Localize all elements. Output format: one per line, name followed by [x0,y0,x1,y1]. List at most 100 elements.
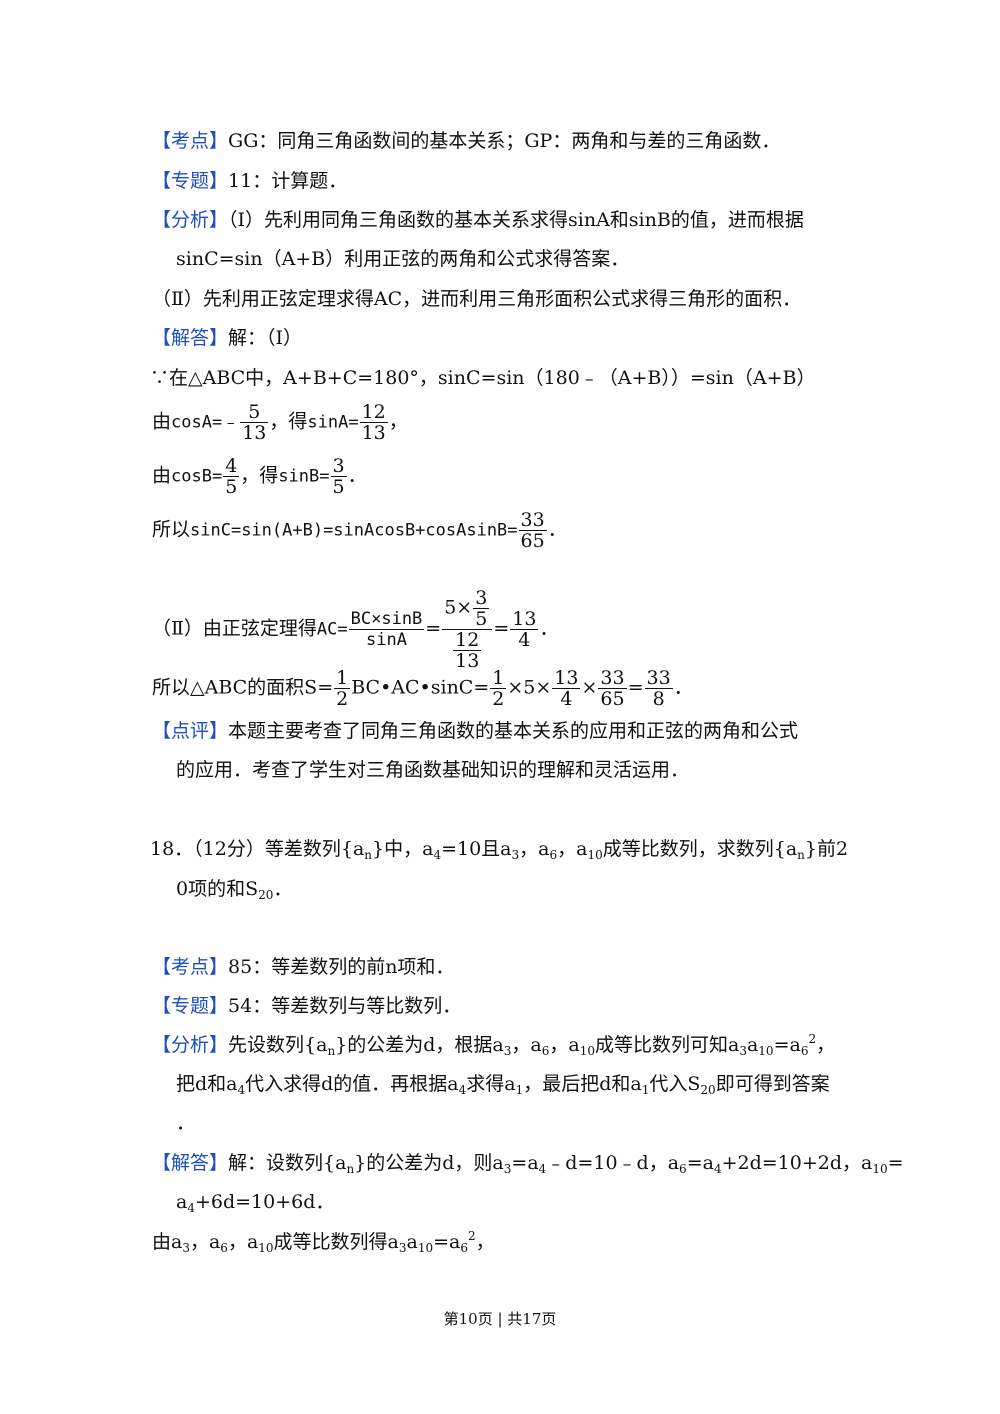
sub-20: 20 [700,1083,716,1097]
line3-pre: 由 [152,464,172,487]
frac-den: 13 [359,422,388,444]
q17-zhuanti: 【专题】11：计算题． [152,168,347,194]
sub-6: 6 [549,848,558,862]
q18-q2-end: ． [273,878,293,900]
q18-fenxi-2: 把d和a4代入求得d的值．再根据a4求得a1，最后把d和a1代入S20即可得到答… [176,1071,830,1097]
frac-num: BC×sinB [350,609,423,629]
sub-3: 3 [182,1241,190,1255]
sub-n: n [797,848,805,862]
line6-times: ×5× [507,676,552,699]
page-footer: 第10页 | 共17页 [443,1310,557,1328]
line3-sin: sinB= [278,466,330,487]
q18-q-b: }中，a [372,838,434,860]
t: 代入求得d的值．再根据a [245,1073,459,1095]
line6-mid: BC•AC•sinC= [351,676,490,699]
line3-cos: cosB= [171,466,223,487]
frac-den: 2 [490,688,507,710]
t: ， [816,1034,836,1056]
q18-jieda-2: a4+6d=10+6d． [176,1189,334,1215]
t: }的公差为d，则a [354,1152,504,1174]
q18-q-f: 成等比数列，求数列{a [602,838,798,860]
t: ， [475,1231,495,1253]
sub-10: 10 [872,1162,888,1176]
sub-4: 4 [187,1201,195,1215]
frac-num: 3 [332,455,345,477]
sub-1: 1 [515,1083,524,1097]
frac-den: 65 [598,688,627,710]
q18-question-1: 18．（12分）等差数列{an}中，a4=10且a3，a6，a10成等比数列，求… [150,836,848,862]
frac-num: 13 [554,667,579,689]
frac-num: 33 [520,509,545,531]
tag-kaodian: 【考点】 [152,956,229,978]
sub-4: 4 [237,1083,246,1097]
q18-kaodian-text: 85：等差数列的前n项和． [228,956,455,978]
sub-3: 3 [503,1162,512,1176]
tag-fenxi: 【分析】 [152,209,229,231]
t: 即可得到答案 [715,1073,830,1095]
tag-jieda: 【解答】 [152,1152,229,1174]
line4-expr: sinC=sin(A+B)=sinAcosB+cosAsinB= [190,520,518,541]
sub-10: 10 [417,1241,434,1255]
sub-n: n [327,1044,336,1058]
t: }的公差为d，根据a [335,1034,504,1056]
q17-jieda: 【解答】解：（Ⅰ） [152,325,302,351]
q18-question-2: 0项的和S20． [176,876,292,902]
q17-dianping-1: 本题主要考查了同角三角函数的基本关系的应用和正弦的两角和公式 [228,720,799,742]
frac-num: 1 [492,667,505,689]
frac-num: 12 [455,629,480,651]
t: =a [686,1152,714,1174]
t: ，a [227,1231,259,1253]
q17-dianping-2: 的应用．考查了学生对三角函数基础知识的理解和灵活运用． [176,759,690,781]
line3-end: ． [347,464,367,487]
sub-4: 4 [713,1162,722,1176]
q18-q-d: ，a [519,838,550,860]
line5-eq2: = [493,617,510,640]
tag-dianping: 【点评】 [152,720,229,742]
frac-den: 2 [334,688,351,710]
sub-n: n [346,1162,355,1176]
line6-times2: × [581,676,598,699]
q18-q-c: =10且a [441,838,512,860]
q18-fenxi-3: ． [176,1112,196,1134]
sub-3: 3 [739,1044,747,1058]
frac-den: 65 [518,530,547,552]
t: =a [773,1034,801,1056]
sup-2: 2 [808,1032,817,1046]
tag-kaodian: 【考点】 [152,130,229,152]
q17-zhuanti-text: 11：计算题． [228,170,348,192]
sub-3: 3 [511,848,520,862]
line2-pre: 由 [152,410,172,433]
t: ，最后把d和a [523,1073,642,1095]
q17-fenxi: 【分析】（Ⅰ）先利用同角三角函数的基本关系求得sinA和sinB的值，进而根据 [152,207,804,233]
t: ﹣d=10﹣d，a [546,1152,680,1174]
q18-kaodian: 【考点】85：等差数列的前n项和． [152,954,454,980]
line6-pre: 所以△ABC的面积S= [152,676,334,699]
sub-4: 4 [538,1162,547,1176]
line6-end: ． [673,676,693,699]
t: 代入S [649,1073,701,1095]
t: a [176,1191,188,1213]
sub-4: 4 [433,848,442,862]
line5-ac: AC= [316,619,348,640]
frac-num: 33 [600,667,625,689]
sup-2: 2 [468,1229,476,1243]
line4-pre: 所以 [152,518,191,541]
line2-end: ， [388,410,408,433]
frac-den: 13 [240,422,269,444]
line3-mid: ，得 [240,464,279,487]
